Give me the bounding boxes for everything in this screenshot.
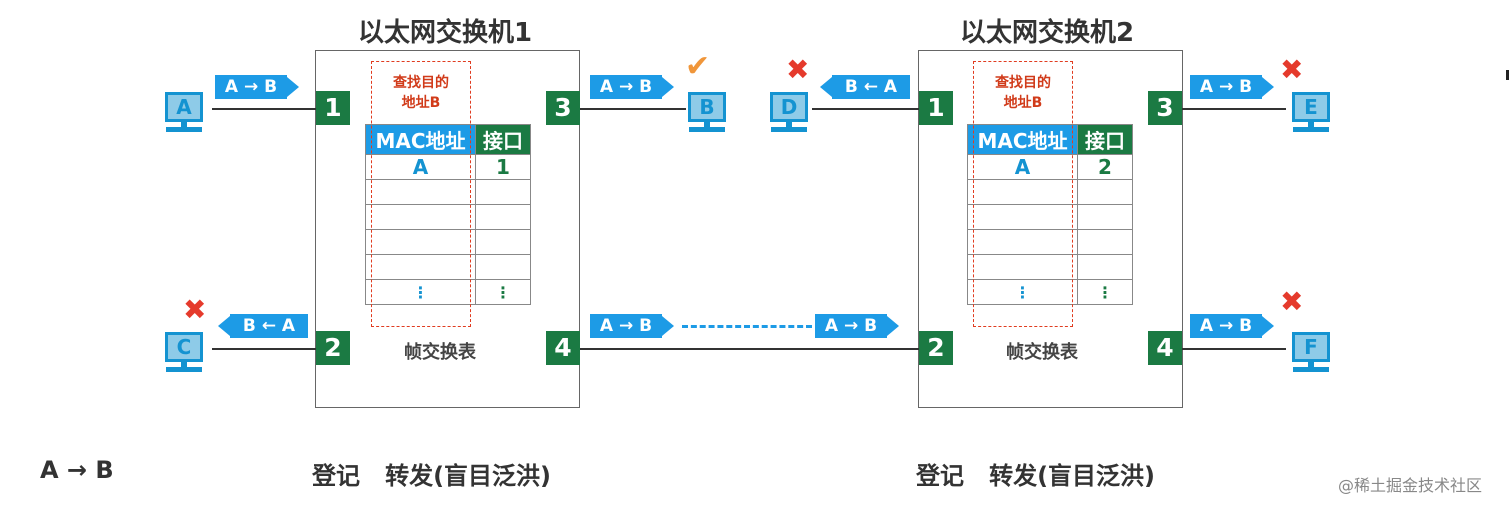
table-cell: [475, 254, 531, 280]
computer-icon: E: [1292, 92, 1330, 122]
computer-stand: [181, 362, 187, 367]
table-cell: [365, 229, 476, 255]
steps-label: 登记 转发(盲目泛洪): [312, 462, 552, 490]
computer-stand: [786, 122, 792, 127]
switch1-port-3: 3: [546, 91, 580, 125]
switch2-port-2: 2: [919, 331, 953, 365]
port-header: 接口: [1077, 124, 1133, 155]
lookup-highlight: [973, 61, 1073, 327]
computer-base: [166, 127, 202, 132]
table-cell-port: 1: [475, 154, 531, 180]
table-cell-mac: A: [365, 154, 476, 180]
host-c: C: [165, 332, 203, 372]
table-ellipsis: ⋮: [475, 279, 531, 305]
computer-stand: [181, 122, 187, 127]
table-cell: [475, 204, 531, 230]
lookup-label: 查找目的 地址B: [393, 75, 449, 111]
computer-base: [1293, 127, 1329, 132]
arrow-right-icon: [662, 316, 674, 336]
arrow-right-icon: [662, 77, 674, 97]
link-d-switch2: [812, 108, 919, 110]
arrow-left-icon: [218, 316, 230, 336]
table-caption: 帧交换表: [1006, 342, 1078, 363]
cross-icon: ✖: [1280, 53, 1304, 86]
link-a-switch1: [212, 108, 316, 110]
switch1-mac-table: MAC地址 接口 A 1 ⋮ ⋮: [365, 124, 531, 305]
table-cell: [1077, 254, 1133, 280]
switch2-port-3: 3: [1148, 91, 1182, 125]
lookup-label: 查找目的 地址B: [995, 75, 1051, 111]
table-cell: [1077, 179, 1133, 205]
arrow-right-icon: [1262, 77, 1274, 97]
host-a: A: [165, 92, 203, 132]
switch2-mac-table: MAC地址 接口 A 2 ⋮ ⋮: [967, 124, 1133, 305]
link-switch2-e: [1182, 108, 1286, 110]
arrow-left-icon: [820, 77, 832, 97]
computer-base: [166, 367, 202, 372]
frame-tag: A → B: [590, 75, 662, 99]
table-cell: [1077, 229, 1133, 255]
switch2-port-1: 1: [919, 91, 953, 125]
switch1-title: 以太网交换机1: [358, 18, 533, 48]
frame-tag: B ← A: [230, 314, 308, 338]
lookup-highlight: [371, 61, 471, 327]
cross-icon: ✖: [786, 53, 810, 86]
table-cell: [1077, 204, 1133, 230]
watermark: @稀土掘金技术社区: [1338, 476, 1483, 495]
frame-tag: B ← A: [832, 75, 910, 99]
dashed-link: [682, 325, 812, 328]
computer-stand: [1308, 122, 1314, 127]
steps-label: 登记 转发(盲目泛洪): [916, 462, 1156, 490]
computer-base: [689, 127, 725, 132]
link-c-switch1: [212, 348, 316, 350]
host-d: D: [770, 92, 808, 132]
switch2-title: 以太网交换机2: [960, 18, 1135, 48]
frame-tag: A → B: [815, 314, 887, 338]
computer-icon: F: [1292, 332, 1330, 362]
table-cell-port: 2: [1077, 154, 1133, 180]
table-ellipsis: ⋮: [365, 279, 476, 305]
switch1-port-4: 4: [546, 331, 580, 365]
switch1-port-1: 1: [316, 91, 350, 125]
computer-base: [1293, 367, 1329, 372]
computer-base: [771, 127, 807, 132]
computer-icon: C: [165, 332, 203, 362]
edge-marker: [1506, 70, 1509, 80]
host-b: B: [688, 92, 726, 132]
port-header: 接口: [475, 124, 531, 155]
link-switch2-f: [1182, 348, 1286, 350]
arrow-right-icon: [287, 77, 299, 97]
table-ellipsis: ⋮: [967, 279, 1078, 305]
cross-icon: ✖: [183, 293, 207, 326]
arrow-right-icon: [1262, 316, 1274, 336]
mac-header: MAC地址: [967, 124, 1078, 155]
frame-tag: A → B: [1190, 75, 1262, 99]
frame-tag: A → B: [590, 314, 662, 338]
mac-header: MAC地址: [365, 124, 476, 155]
computer-stand: [1308, 362, 1314, 367]
computer-icon: B: [688, 92, 726, 122]
host-f: F: [1292, 332, 1330, 372]
computer-icon: D: [770, 92, 808, 122]
computer-icon: A: [165, 92, 203, 122]
switch2-port-4: 4: [1148, 331, 1182, 365]
link-switch1-b: [580, 108, 686, 110]
table-caption: 帧交换表: [404, 342, 476, 363]
computer-stand: [704, 122, 710, 127]
frame-tag: A → B: [1190, 314, 1262, 338]
arrow-right-icon: [887, 316, 899, 336]
table-ellipsis: ⋮: [1077, 279, 1133, 305]
frame-direction-label: A → B: [40, 456, 114, 484]
frame-tag: A → B: [215, 75, 287, 99]
host-e: E: [1292, 92, 1330, 132]
check-icon: ✔: [685, 49, 711, 84]
cross-icon: ✖: [1280, 285, 1304, 318]
table-cell: [475, 229, 531, 255]
table-cell: [475, 179, 531, 205]
link-switch1-switch2: [580, 348, 919, 350]
switch1-port-2: 2: [316, 331, 350, 365]
